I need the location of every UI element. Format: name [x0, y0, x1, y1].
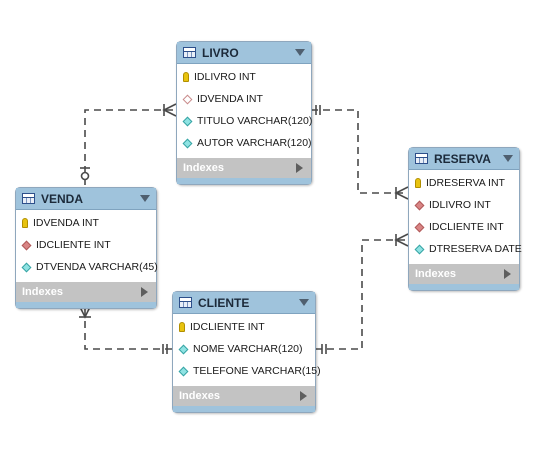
- indexes-section[interactable]: Indexes: [177, 158, 311, 184]
- primary-key-icon: [183, 72, 189, 82]
- entity-reserva[interactable]: RESERVA IDRESERVA INT IDLIVRO INT IDCLIE…: [408, 147, 522, 291]
- attribute-icon: [21, 262, 32, 272]
- primary-key-icon: [22, 218, 28, 228]
- expand-arrow-icon[interactable]: [504, 269, 511, 279]
- table-icon: [179, 297, 192, 308]
- relationship-venda-livro[interactable]: [84, 109, 176, 185]
- attribute-icon: [178, 366, 189, 376]
- attribute-icon: [182, 138, 193, 148]
- table-icon: [22, 193, 35, 204]
- relationship-cliente-reserva[interactable]: [315, 239, 408, 350]
- foreign-key-icon: [414, 222, 425, 232]
- indexes-section[interactable]: Indexes: [409, 264, 519, 290]
- expand-arrow-icon[interactable]: [296, 163, 303, 173]
- column-row[interactable]: IDCLIENTE INT: [16, 234, 156, 256]
- column-label: DTVENDA VARCHAR(45): [36, 261, 158, 273]
- column-row[interactable]: AUTOR VARCHAR(120): [177, 132, 312, 154]
- primary-key-icon: [415, 178, 421, 188]
- column-row[interactable]: NOME VARCHAR(120): [173, 338, 315, 360]
- foreign-key-icon: [414, 200, 425, 210]
- indexes-label: Indexes: [22, 286, 63, 298]
- zero-marker: [80, 171, 90, 181]
- entity-header[interactable]: CLIENTE: [173, 292, 315, 314]
- primary-key-icon: [179, 322, 185, 332]
- table-icon: [183, 47, 196, 58]
- column-label: TITULO VARCHAR(120): [197, 115, 313, 127]
- column-row[interactable]: IDVENDA INT: [177, 88, 311, 110]
- entity-venda[interactable]: VENDA IDVENDA INT IDCLIENTE INT DTVENDA …: [15, 187, 158, 309]
- column-label: IDCLIENTE INT: [36, 239, 111, 251]
- entity-title: VENDA: [41, 191, 84, 206]
- entity-header[interactable]: RESERVA: [409, 148, 519, 170]
- foreign-key-hollow-icon: [182, 94, 193, 104]
- column-label: DTRESERVA DATE: [429, 243, 522, 255]
- expand-arrow-icon[interactable]: [141, 287, 148, 297]
- column-row[interactable]: IDCLIENTE INT: [173, 316, 315, 338]
- attribute-icon: [178, 344, 189, 354]
- attribute-icon: [182, 116, 193, 126]
- column-label: IDLIVRO INT: [194, 71, 256, 83]
- entity-title: LIVRO: [202, 45, 239, 60]
- column-label: IDVENDA INT: [33, 217, 99, 229]
- column-row[interactable]: DTVENDA VARCHAR(45): [16, 256, 158, 278]
- relationship-livro-reserva[interactable]: [311, 109, 408, 194]
- entity-title: RESERVA: [434, 151, 491, 166]
- indexes-label: Indexes: [415, 268, 456, 280]
- column-row[interactable]: IDRESERVA INT: [409, 172, 519, 194]
- column-label: TELEFONE VARCHAR(15): [193, 365, 321, 377]
- expand-arrow-icon[interactable]: [300, 391, 307, 401]
- column-label: IDRESERVA INT: [426, 177, 505, 189]
- entity-livro[interactable]: LIVRO IDLIVRO INT IDVENDA INT TITULO VAR…: [176, 41, 312, 185]
- entity-cliente[interactable]: CLIENTE IDCLIENTE INT NOME VARCHAR(120) …: [172, 291, 321, 413]
- column-row[interactable]: IDLIVRO INT: [177, 66, 311, 88]
- indexes-section[interactable]: Indexes: [173, 386, 315, 412]
- column-label: IDLIVRO INT: [429, 199, 491, 211]
- relationship-cliente-venda[interactable]: [84, 305, 172, 350]
- column-label: IDCLIENTE INT: [190, 321, 265, 333]
- column-row[interactable]: TELEFONE VARCHAR(15): [173, 360, 321, 382]
- foreign-key-icon: [21, 240, 32, 250]
- attribute-icon: [414, 244, 425, 254]
- collapse-arrow-icon[interactable]: [503, 155, 513, 162]
- entity-title: CLIENTE: [198, 295, 250, 310]
- indexes-label: Indexes: [179, 390, 220, 402]
- indexes-section[interactable]: Indexes: [16, 282, 156, 308]
- column-label: AUTOR VARCHAR(120): [197, 137, 312, 149]
- column-label: NOME VARCHAR(120): [193, 343, 303, 355]
- indexes-label: Indexes: [183, 162, 224, 174]
- table-icon: [415, 153, 428, 164]
- column-row[interactable]: IDCLIENTE INT: [409, 216, 519, 238]
- column-row[interactable]: IDLIVRO INT: [409, 194, 519, 216]
- collapse-arrow-icon[interactable]: [140, 195, 150, 202]
- column-label: IDVENDA INT: [197, 93, 263, 105]
- entity-header[interactable]: VENDA: [16, 188, 156, 210]
- column-label: IDCLIENTE INT: [429, 221, 504, 233]
- collapse-arrow-icon[interactable]: [299, 299, 309, 306]
- column-row[interactable]: DTRESERVA DATE: [409, 238, 522, 260]
- column-row[interactable]: IDVENDA INT: [16, 212, 156, 234]
- column-row[interactable]: TITULO VARCHAR(120): [177, 110, 313, 132]
- collapse-arrow-icon[interactable]: [295, 49, 305, 56]
- entity-header[interactable]: LIVRO: [177, 42, 311, 64]
